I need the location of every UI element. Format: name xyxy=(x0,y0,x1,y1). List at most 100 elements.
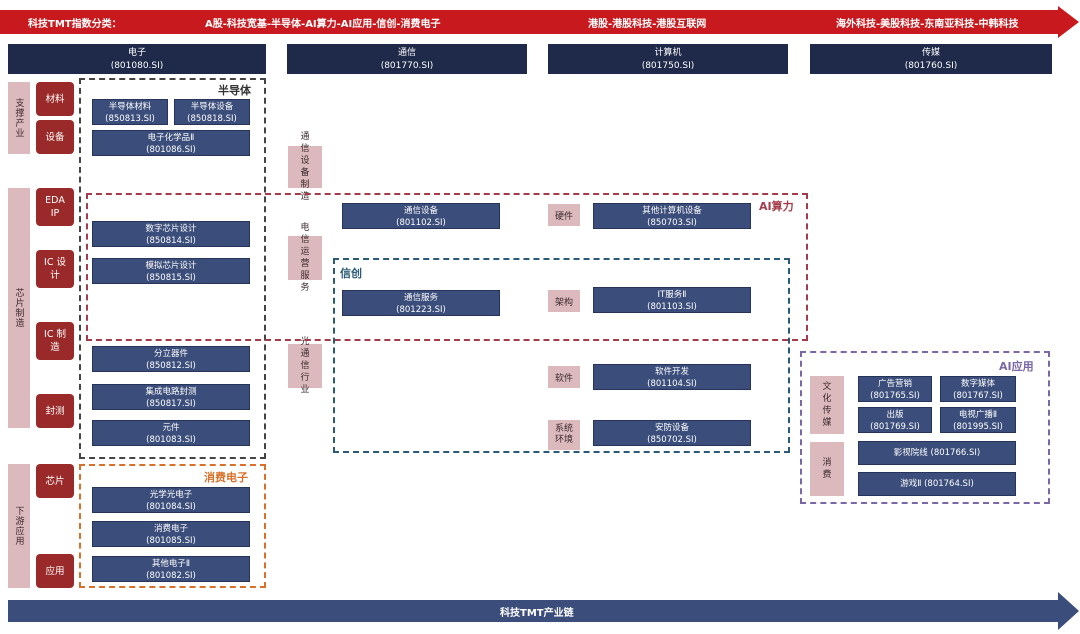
item-name: 电子化学品Ⅱ xyxy=(147,133,195,143)
top-banner-a-shares: A股-科技宽基-半导体-AI算力-AI应用-信创-消费电子 xyxy=(205,19,441,30)
item-name: 安防设备 xyxy=(654,423,689,433)
column-header-electronics: 电子 (801080.SI) xyxy=(8,44,266,74)
item-digital-chip: 数字芯片设计 (850814.SI) xyxy=(92,221,250,247)
item-code: (801103.SI) xyxy=(647,302,697,312)
item-name: 分立器件 xyxy=(153,349,188,359)
item-code: (801769.SI) xyxy=(870,422,920,432)
category-label: 光通信行业 xyxy=(300,337,310,395)
category-label: 通信设备制造 xyxy=(300,132,310,202)
item-it-service: IT服务Ⅱ (801103.SI) xyxy=(593,287,751,313)
category-telecom-equipment-mfg: 通信设备制造 xyxy=(288,132,322,202)
category-ic-manufacturing: IC 制造 xyxy=(36,322,74,360)
item-semi-material: 半导体材料 (850813.SI) xyxy=(92,99,168,125)
theme-consumer-electronics-label: 消费电子 xyxy=(204,471,248,484)
top-banner-prefix: 科技TMT指数分类： xyxy=(28,19,122,30)
item-code: (801102.SI) xyxy=(396,218,446,228)
item-cinema: 影视院线 (801766.SI) xyxy=(858,441,1016,465)
column-header-code: (801080.SI) xyxy=(110,61,164,71)
column-header-name: 通信 xyxy=(397,48,416,58)
item-name: 模拟芯片设计 xyxy=(145,261,197,271)
item-consumer-elec: 消费电子 (801085.SI) xyxy=(92,521,250,547)
category-label: 电信运营服务 xyxy=(300,223,310,293)
item-code: (850812.SI) xyxy=(146,361,196,371)
item-name: 其他计算机设备 xyxy=(642,206,702,216)
theme-ai-compute-box xyxy=(86,193,808,341)
theme-ai-application-box xyxy=(800,351,1050,504)
item-other-computer-equipment: 其他计算机设备 (850703.SI) xyxy=(593,203,751,229)
category-equipment: 设备 xyxy=(36,120,74,154)
item-name: 影视院线 (801766.SI) xyxy=(893,448,981,458)
category-label: 系统环境 xyxy=(554,424,573,445)
column-header-name: 计算机 xyxy=(654,48,682,58)
item-discrete: 分立器件 (850812.SI) xyxy=(92,346,250,372)
item-code: (850817.SI) xyxy=(146,399,196,409)
category-optical: 光通信行业 xyxy=(288,337,322,395)
category-telecom-operators: 电信运营服务 xyxy=(288,223,322,293)
item-name: 电视广播Ⅱ xyxy=(958,410,998,420)
theme-ai-application-label: AI应用 xyxy=(999,360,1034,373)
category-architecture: 架构 xyxy=(548,290,580,312)
item-telecom-service: 通信服务 (801223.SI) xyxy=(342,290,500,316)
group-chip-manufacturing: 芯片制造 xyxy=(8,188,30,428)
category-system-environment: 系统环境 xyxy=(548,420,580,450)
item-name: 软件开发 xyxy=(654,367,689,377)
item-code: (850818.SI) xyxy=(187,114,237,124)
item-code: (801084.SI) xyxy=(146,502,196,512)
item-analog-chip: 模拟芯片设计 (850815.SI) xyxy=(92,258,250,284)
item-publishing: 出版 (801769.SI) xyxy=(858,407,932,433)
theme-semiconductor-box xyxy=(79,78,266,459)
column-header-computer: 计算机 (801750.SI) xyxy=(548,44,788,74)
item-code: (801223.SI) xyxy=(396,305,446,315)
item-software-dev: 软件开发 (801104.SI) xyxy=(593,364,751,390)
item-elec-chem: 电子化学品Ⅱ (801086.SI) xyxy=(92,130,250,156)
item-telecom-equipment: 通信设备 (801102.SI) xyxy=(342,203,500,229)
item-code: (850703.SI) xyxy=(647,218,697,228)
category-consumption: 消费 xyxy=(810,442,844,496)
category-label: 文化传媒 xyxy=(822,382,832,428)
top-banner-hk: 港股-港股科技-港股互联网 xyxy=(588,19,707,30)
category-software: 软件 xyxy=(548,366,580,388)
item-tv-radio: 电视广播Ⅱ (801995.SI) xyxy=(940,407,1016,433)
theme-consumer-electronics-box xyxy=(79,464,266,588)
item-advertising: 广告营销 (801765.SI) xyxy=(858,376,932,402)
category-culture-media: 文化传媒 xyxy=(810,376,844,434)
category-chip: 芯片 xyxy=(36,464,74,498)
item-name: 消费电子 xyxy=(153,524,188,534)
item-code: (801995.SI) xyxy=(953,422,1003,432)
item-games: 游戏Ⅱ (801764.SI) xyxy=(858,472,1016,496)
category-ic-design: IC 设计 xyxy=(36,250,74,288)
item-name: IT服务Ⅱ xyxy=(657,290,687,300)
group-downstream-application: 下游应用 xyxy=(8,464,30,588)
category-hardware: 硬件 xyxy=(548,204,580,226)
item-name: 元件 xyxy=(162,423,180,433)
column-header-name: 传媒 xyxy=(921,48,940,58)
group-support-industry: 支撑产业 xyxy=(8,82,30,154)
item-code: (801085.SI) xyxy=(146,536,196,546)
bottom-chain-arrow: 科技TMT产业链 xyxy=(0,592,1080,630)
item-name: 广告营销 xyxy=(877,379,912,389)
item-code: (801083.SI) xyxy=(146,435,196,445)
group-label: 支撑产业 xyxy=(13,98,24,138)
top-banner-overseas: 海外科技-美股科技-东南亚科技-中韩科技 xyxy=(836,19,1019,30)
group-label: 下游应用 xyxy=(13,506,24,546)
item-semi-equipment: 半导体设备 (850818.SI) xyxy=(174,99,250,125)
bottom-chain-label: 科技TMT产业链 xyxy=(500,608,574,619)
item-name: 出版 xyxy=(886,410,904,420)
item-code: (850702.SI) xyxy=(647,435,697,445)
theme-semiconductor-label: 半导体 xyxy=(218,84,251,97)
item-name: 半导体设备 xyxy=(190,102,234,112)
category-material: 材料 xyxy=(36,82,74,116)
column-header-code: (801760.SI) xyxy=(904,61,958,71)
category-packaging: 封测 xyxy=(36,394,74,428)
item-optoelectronics: 光学光电子 (801084.SI) xyxy=(92,487,250,513)
category-application: 应用 xyxy=(36,554,74,588)
item-name: 光学光电子 xyxy=(149,490,193,500)
item-code: (850814.SI) xyxy=(146,236,196,246)
item-other-elec: 其他电子Ⅱ (801082.SI) xyxy=(92,556,250,582)
column-header-code: (801750.SI) xyxy=(641,61,695,71)
item-code: (850815.SI) xyxy=(146,273,196,283)
theme-xinchuang-box xyxy=(333,258,790,453)
item-security-equipment: 安防设备 (850702.SI) xyxy=(593,420,751,446)
item-name: 其他电子Ⅱ xyxy=(151,559,191,569)
item-name: 半导体材料 xyxy=(108,102,152,112)
